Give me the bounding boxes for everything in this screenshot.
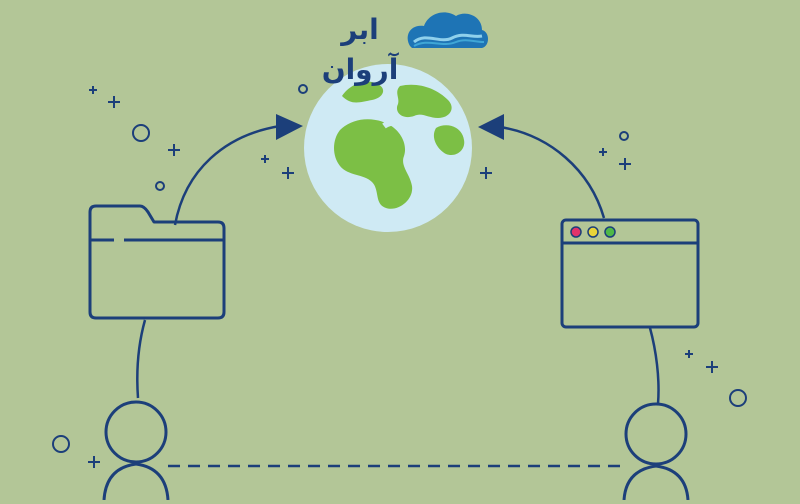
browser-window-icon bbox=[560, 218, 700, 329]
brand-logo-text: ابر آروان bbox=[321, 13, 400, 86]
user-icon bbox=[622, 402, 690, 501]
browser-user-link bbox=[648, 327, 660, 405]
user-icon bbox=[102, 400, 170, 501]
globe-icon bbox=[304, 64, 472, 232]
close-dot-icon bbox=[570, 226, 582, 238]
upload-arrow-right bbox=[478, 114, 606, 219]
folder-icon bbox=[88, 204, 226, 320]
maximize-dot-icon bbox=[604, 226, 616, 238]
decoration-sparkles bbox=[52, 84, 747, 468]
folder-user-link bbox=[136, 319, 147, 399]
upload-arrow-left bbox=[173, 114, 303, 226]
minimize-dot-icon bbox=[587, 226, 599, 238]
cloud-icon bbox=[407, 12, 488, 48]
